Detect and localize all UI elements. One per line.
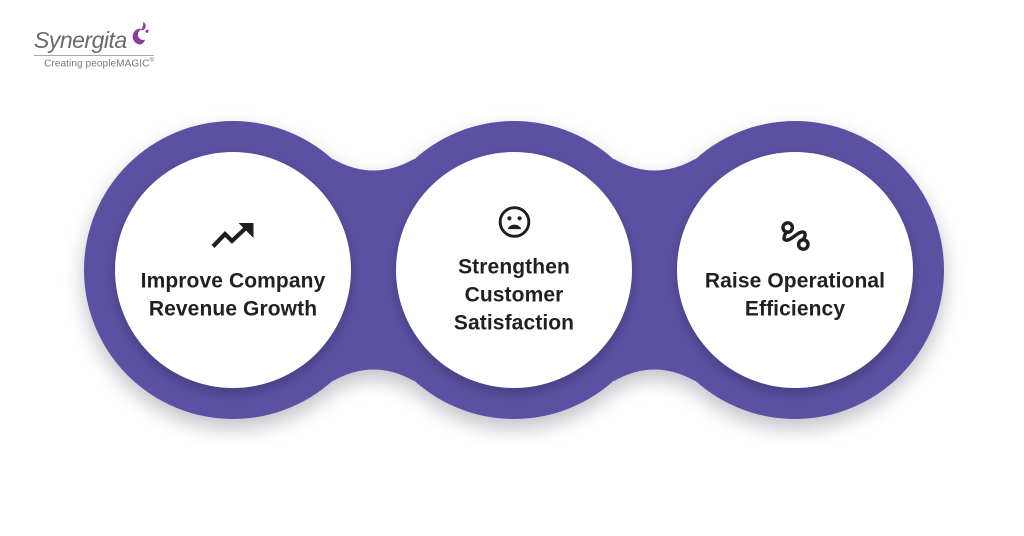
node-customer-satisfaction: Strengthen Customer Satisfaction — [404, 203, 624, 338]
circle-3 — [677, 152, 913, 388]
logo-tagline: Creating peopleMAGIC® — [44, 58, 154, 70]
circle-1 — [115, 152, 351, 388]
node-label: Strengthen Customer Satisfaction — [453, 255, 575, 335]
logo-divider — [34, 55, 154, 56]
sad-face-icon — [496, 203, 533, 241]
node-operational-efficiency: Raise Operational Efficiency — [685, 217, 905, 324]
white-circles — [115, 152, 913, 388]
efficiency-route-icon — [776, 217, 815, 255]
synergita-logo: Synergita Creating peopleMAGIC® — [34, 20, 154, 69]
node-label: Improve Company Revenue Growth — [140, 269, 326, 321]
node-revenue-growth: Improve Company Revenue Growth — [123, 217, 343, 324]
registered-mark: ® — [149, 58, 154, 64]
flame-swirl-icon — [129, 20, 149, 51]
node-label: Raise Operational Efficiency — [704, 269, 886, 321]
trending-up-icon — [211, 217, 255, 255]
circle-2 — [396, 152, 632, 388]
brand-wordmark: Synergita — [34, 26, 127, 53]
